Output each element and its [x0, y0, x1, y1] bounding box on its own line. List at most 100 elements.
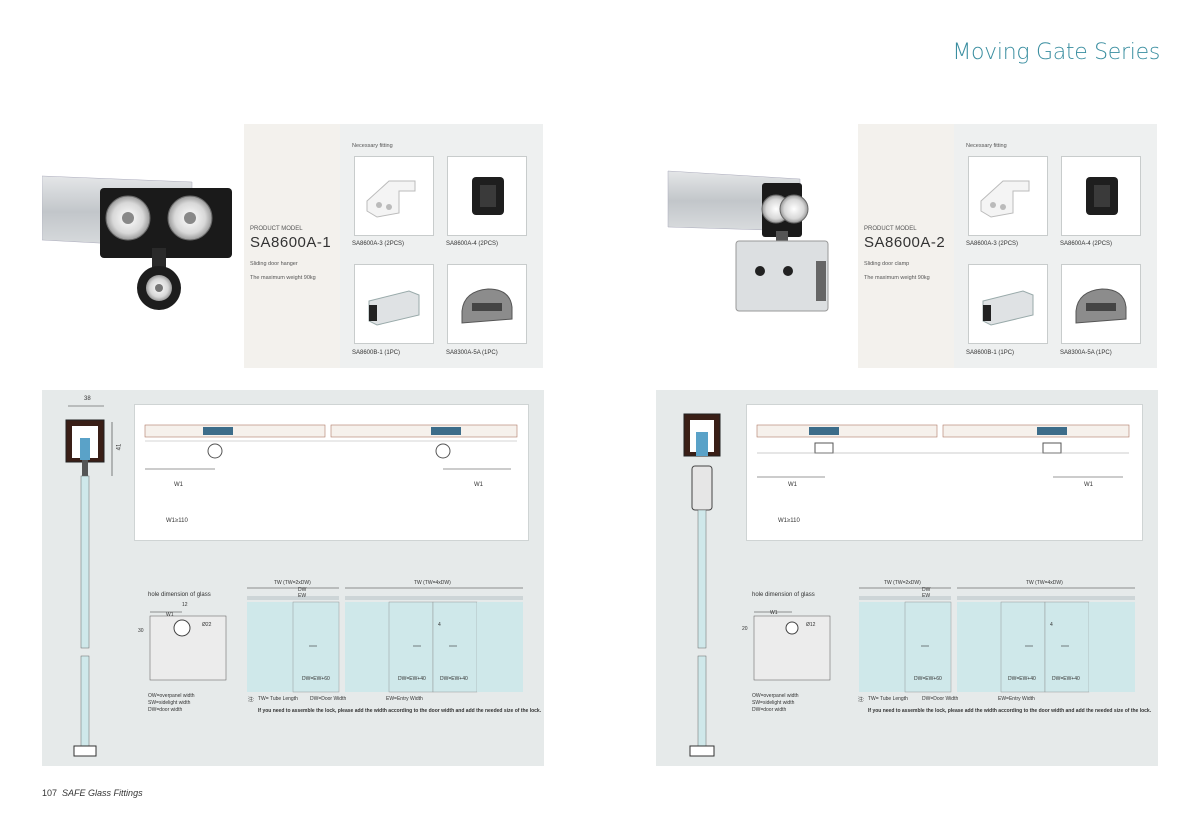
legend-dw: DW=door width — [148, 707, 183, 713]
fitting-caption: SA8300A-5A (1PC) — [446, 350, 498, 356]
white-clip-icon — [366, 180, 416, 218]
product-max-weight: The maximum weight 90kg — [864, 275, 930, 281]
fitting-caption: SA8600A-3 (2PCS) — [966, 241, 1019, 247]
fitting-caption: SA8600A-4 (2PCS) — [1060, 241, 1113, 247]
note-dw: DW=Door Width — [922, 696, 959, 702]
four-mm-label: 4 — [438, 622, 441, 628]
note-dw: DW=Door Width — [310, 696, 347, 702]
ew-label: EW — [298, 593, 307, 599]
tw-glass-diagram — [859, 587, 1135, 693]
fitting-caption: SA8600B-1 (1PC) — [352, 350, 401, 356]
dimension-height: 41 — [116, 443, 123, 451]
product-model-name: SA8600A-2 — [864, 234, 946, 251]
tw-2dw-label: TW (TW=2xDW) — [884, 580, 921, 586]
hole-20: 20 — [742, 626, 748, 632]
aluminium-rail-icon — [982, 290, 1034, 326]
tw-4dw-label: TW (TW=4xDW) — [414, 580, 451, 586]
ew-label: EW — [922, 593, 931, 599]
hole-w1: W1 — [770, 610, 778, 616]
hole-12: 12 — [182, 602, 188, 608]
four-mm-label: 4 — [1050, 622, 1053, 628]
left-model-panel: PRODUCT MODEL SA8600A-1 Sliding door han… — [244, 124, 340, 368]
footer-brand: SAFE Glass Fittings — [62, 788, 143, 798]
product-model-name: SA8600A-1 — [250, 234, 332, 251]
fitting-heading: Necessary fitting — [966, 143, 1007, 149]
profile-section-drawing — [683, 413, 721, 757]
dimension-width: 38 — [84, 396, 91, 402]
floor-guide-icon — [1075, 288, 1127, 324]
legend-ow: OW=overpanel width — [148, 693, 195, 699]
w1-rule: W1≥110 — [166, 518, 188, 524]
hole-diameter: Ø22 — [202, 622, 212, 628]
assembly-note: If you need to assemble the lock, please… — [868, 708, 1152, 714]
aluminium-rail-icon — [368, 290, 420, 326]
left-product-photo — [41, 170, 242, 330]
dw-ew40-label-b: DW=EW+40 — [1052, 676, 1080, 682]
note-prefix: 注: — [858, 697, 865, 703]
tw-2dw-label: TW (TW=2xDW) — [274, 580, 311, 586]
white-clip-icon — [980, 180, 1030, 218]
product-max-weight: The maximum weight 90kg — [250, 275, 316, 281]
hole-dimension-title: hole dimension of glass — [752, 592, 815, 598]
fitting-caption: SA8600A-4 (2PCS) — [446, 241, 499, 247]
profile-section-drawing — [65, 405, 113, 757]
right-model-panel: PRODUCT MODEL SA8600A-2 Sliding door cla… — [858, 124, 954, 368]
tw-4dw-label: TW (TW=4xDW) — [1026, 580, 1063, 586]
track-elevation-drawing — [144, 424, 518, 470]
dw-ew60-label: DW=EW+60 — [302, 676, 330, 682]
w1-left-label: W1 — [174, 482, 183, 488]
w1-right-label: W1 — [1084, 482, 1093, 488]
note-tw: TW= Tube Length — [258, 696, 298, 702]
assembly-note: If you need to assemble the lock, please… — [258, 708, 542, 714]
page-number: 107 — [42, 788, 58, 798]
fitting-heading: Necessary fitting — [352, 143, 393, 149]
legend-sw: SW=sidelight width — [752, 700, 795, 706]
right-fittings-panel: Necessary fitting SA8600A-3 (2PCS) SA860… — [954, 124, 1157, 368]
glass-hole-drawing — [753, 611, 831, 681]
note-tw: TW= Tube Length — [868, 696, 908, 702]
note-prefix: 注: — [248, 697, 255, 703]
legend-ow: OW=overpanel width — [752, 693, 799, 699]
dw-ew40-label-b: DW=EW+40 — [440, 676, 468, 682]
track-elevation-drawing — [756, 424, 1130, 478]
w1-rule: W1≥110 — [778, 518, 800, 524]
hole-w1: W1 — [166, 612, 174, 618]
product-description: Sliding door hanger — [250, 261, 298, 267]
fitting-caption: SA8600A-3 (2PCS) — [352, 241, 405, 247]
note-ew: EW=Entry Width — [386, 696, 423, 702]
legend-sw: SW=sidelight width — [148, 700, 191, 706]
page-footer: 107 SAFE Glass Fittings — [42, 788, 143, 798]
product-model-label: PRODUCT MODEL — [864, 226, 917, 232]
fitting-item — [447, 264, 527, 344]
fitting-item — [447, 156, 527, 236]
fitting-item — [1061, 264, 1141, 344]
black-stopper-icon — [1086, 177, 1118, 215]
fitting-caption: SA8300A-5A (1PC) — [1060, 350, 1112, 356]
series-title: Moving Gate Series — [952, 40, 1160, 65]
fitting-caption: SA8600B-1 (1PC) — [966, 350, 1015, 356]
dw-label: DW — [298, 587, 307, 593]
glass-hole-drawing — [149, 611, 227, 681]
fitting-item — [968, 264, 1048, 344]
hole-diameter: Ø12 — [806, 622, 816, 628]
dw-ew40-label-a: DW=EW+40 — [1008, 676, 1036, 682]
left-drawing-panel: 38 41 W1 W1 W1≥110 hole dimension of gla… — [42, 390, 544, 766]
w1-left-label: W1 — [788, 482, 797, 488]
w1-right-label: W1 — [474, 482, 483, 488]
fitting-item — [354, 156, 434, 236]
left-fittings-panel: Necessary fitting SA8600A-3 (2PCS) SA860… — [340, 124, 543, 368]
hanger-photo-icon — [41, 175, 232, 310]
dw-ew40-label-a: DW=EW+40 — [398, 676, 426, 682]
fitting-item — [1061, 156, 1141, 236]
fitting-item — [968, 156, 1048, 236]
note-ew: EW=Entry Width — [998, 696, 1035, 702]
black-stopper-icon — [472, 177, 504, 215]
right-product-photo — [664, 165, 854, 335]
clamp-photo-icon — [667, 170, 829, 312]
product-description: Sliding door clamp — [864, 261, 910, 267]
hole-dimension-title: hole dimension of glass — [148, 592, 211, 598]
product-model-label: PRODUCT MODEL — [250, 226, 303, 232]
legend-dw: DW=door width — [752, 707, 787, 713]
dw-ew60-label: DW=EW+60 — [914, 676, 942, 682]
tw-glass-diagram — [247, 587, 523, 693]
